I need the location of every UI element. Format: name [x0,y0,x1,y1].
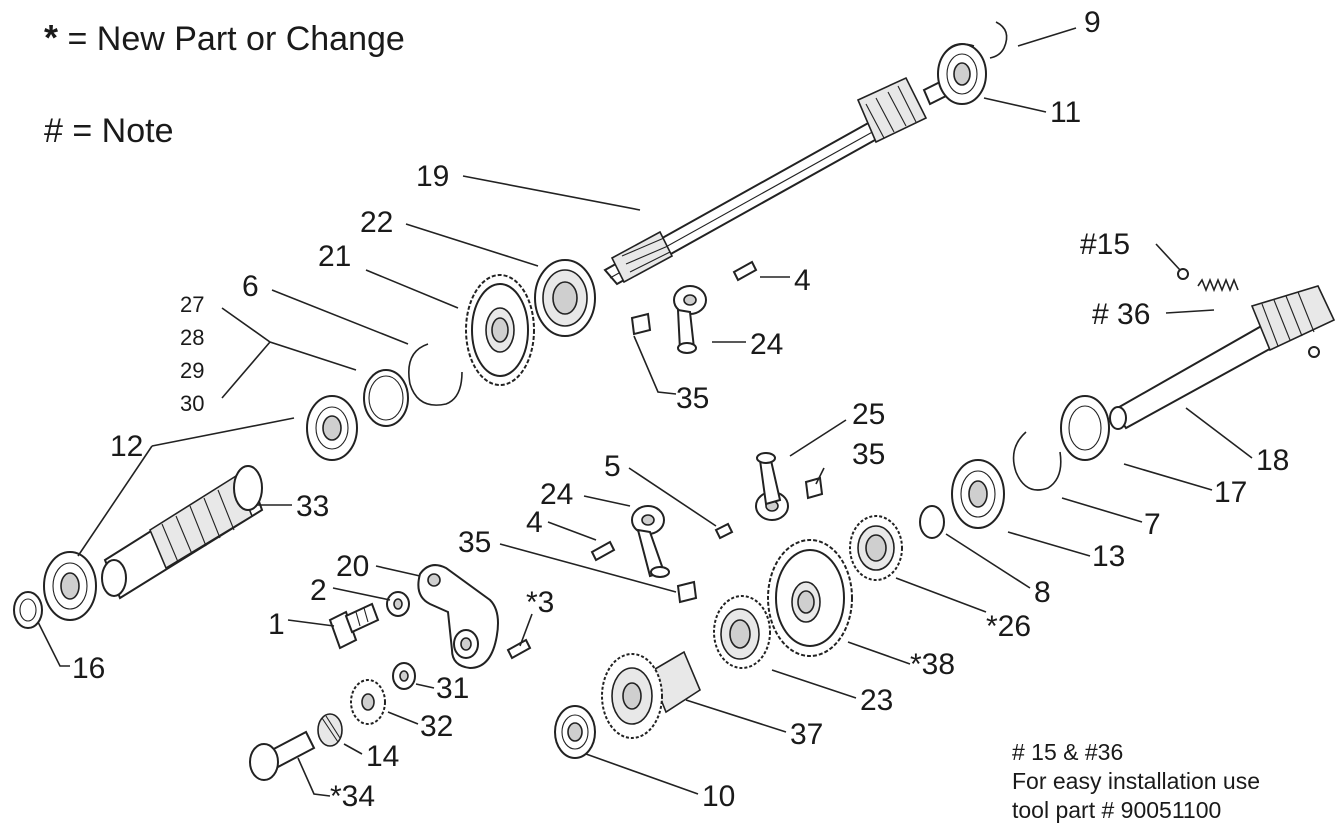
callout-30: 30 [180,391,204,416]
shift-fork-part-25 [755,452,789,521]
callout-14: 14 [366,740,399,773]
gear-part-22 [534,259,596,337]
callout-33: 33 [296,490,329,523]
callout-15: #15 [1080,228,1130,261]
callout-28: 28 [180,325,204,350]
callout-3: *3 [526,586,554,619]
callout-23: 23 [860,684,893,717]
callout-21: 21 [318,240,351,273]
gear-part-23 [713,595,771,669]
main-shaft-part-19 [603,76,948,286]
asterisk-symbol: * [44,17,59,58]
shim-washer-parts-27-30 [363,369,409,427]
callout-13: 13 [1092,540,1125,573]
callout-35-upper: 35 [676,382,709,415]
callout-19: 19 [416,160,449,193]
callout-8: 8 [1034,576,1051,609]
callout-20: 20 [336,550,369,583]
shaft-part-18 [1109,285,1336,430]
callout-16: 16 [72,652,105,685]
bearing-part-11 [937,43,987,105]
pin-part-4-upper [732,260,758,282]
installation-note: # 15 & #36 For easy installation use too… [1012,738,1260,825]
bearing-part-13 [951,459,1005,529]
bearing-part-12-upper [306,395,358,461]
seal-part-16 [13,591,43,629]
bearing-part-10 [554,705,596,759]
gear-part-21 [465,274,535,386]
callout-29: 29 [180,358,204,383]
gear-part-37 [601,650,701,739]
callout-25: 25 [852,398,885,431]
callout-12: 12 [110,430,143,463]
callout-18: 18 [1256,444,1289,477]
callout-1: 1 [268,608,285,641]
bearing-part-17 [1060,395,1110,461]
gear-part-38 [767,539,853,657]
callout-31: 31 [436,672,469,705]
snap-ring-part-9 [989,21,1008,59]
callout-2: 2 [310,574,327,607]
callout-4-upper: 4 [794,264,811,297]
roller-part-14 [317,713,343,747]
callout-22: 22 [360,206,393,239]
washer-part-31 [392,662,416,690]
snap-ring-part-6 [408,343,463,406]
callout-27: 27 [180,292,204,317]
callout-36: # 36 [1092,298,1150,331]
callout-4-lower: 4 [526,506,543,539]
shift-block-part-35-upper [630,312,652,336]
callout-10: 10 [702,780,735,813]
callout-17: 17 [1214,476,1247,509]
callout-7: 7 [1144,508,1161,541]
shift-block-part-35-lower [676,580,698,604]
bracket-part-20 [417,564,499,670]
leader-lines [37,27,1253,797]
gear-part-26 [849,515,903,581]
installation-note-line3: tool part # 90051100 [1012,797,1222,823]
worm-shaft-part-33 [101,465,264,600]
ball-part-15 [1177,268,1189,280]
callout-24-upper: 24 [750,328,783,361]
callout-26: *26 [986,610,1031,643]
snap-ring-part-7 [1012,431,1062,491]
callout-6: 6 [242,270,259,303]
legend-note: # = Note [44,114,174,148]
snap-ring-part-8 [919,505,945,539]
callout-5: 5 [604,450,621,483]
callout-37: 37 [790,718,823,751]
installation-note-line1: # 15 & #36 [1012,739,1124,765]
gear-part-32 [350,679,386,725]
bearing-part-12-lower [43,551,97,621]
spring-part-36 [1197,277,1239,293]
legend-new-part-text: = New Part or Change [67,20,405,58]
callout-labels: 9 11 19 22 21 6 27 28 29 30 4 24 35 #15 … [72,6,1289,813]
shift-block-part-35-middle [804,476,824,500]
legend-note-text: = Note [72,112,174,150]
callout-35-middle: 35 [852,438,885,471]
pin-part-34 [249,730,316,781]
pin-part-5 [714,522,734,540]
callout-38: *38 [910,648,955,681]
shift-fork-part-24-lower [631,505,670,578]
shift-fork-part-24-upper [673,285,707,354]
callout-32: 32 [420,710,453,743]
installation-note-line2: For easy installation use [1012,768,1261,794]
legend-new-part: * = New Part or Change [44,17,405,58]
pin-part-3 [506,638,532,660]
bolt-part-1 [328,602,380,650]
callout-9: 9 [1084,6,1101,39]
callout-35-lower: 35 [458,526,491,559]
callout-34: *34 [330,780,375,813]
hash-symbol: # [44,112,63,150]
pin-part-4-lower [590,540,616,562]
callout-24-lower: 24 [540,478,573,511]
callout-11: 11 [1050,96,1081,129]
washer-part-2 [386,591,410,617]
